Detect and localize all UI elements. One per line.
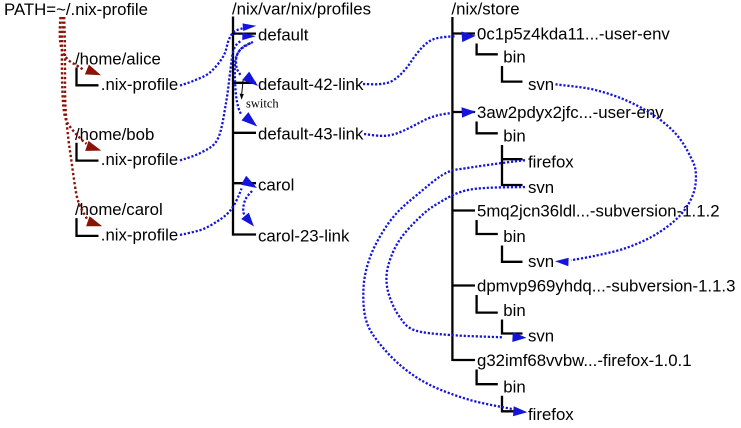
svg-text:firefox: firefox: [528, 405, 574, 424]
svg-text:.nix-profile: .nix-profile: [101, 226, 178, 245]
svg-text:svn: svn: [528, 327, 554, 346]
svg-text:firefox: firefox: [528, 153, 574, 172]
svg-text:default: default: [258, 25, 309, 44]
svg-text:5mq2jcn36ldl...-subversion-1.1: 5mq2jcn36ldl...-subversion-1.1.2: [477, 202, 720, 221]
svg-text:/home/bob: /home/bob: [75, 125, 154, 144]
svg-text:0c1p5z4kda11...-user-env: 0c1p5z4kda11...-user-env: [477, 25, 670, 44]
svg-text:.nix-profile: .nix-profile: [101, 75, 178, 94]
svg-text:/nix/store: /nix/store: [452, 0, 520, 19]
svg-text:/home/alice: /home/alice: [75, 50, 161, 69]
svg-text:bin: bin: [503, 127, 525, 146]
svg-text:bin: bin: [503, 301, 525, 320]
svg-text:dpmvp969yhdq...-subversion-1.1: dpmvp969yhdq...-subversion-1.1.3: [477, 277, 735, 296]
svg-text:PATH=~/.nix-profile: PATH=~/.nix-profile: [4, 0, 148, 19]
svg-text:bin: bin: [503, 377, 525, 396]
svg-text:.nix-profile: .nix-profile: [101, 150, 178, 169]
svg-text:svn: svn: [528, 252, 554, 271]
svg-text:3aw2pdyx2jfc...-user-env: 3aw2pdyx2jfc...-user-env: [477, 103, 664, 122]
svg-text:svn: svn: [528, 75, 554, 94]
svg-text:default-42-link: default-42-link: [258, 75, 364, 94]
svg-text:/home/carol: /home/carol: [75, 200, 163, 219]
svg-text:default-43-link: default-43-link: [258, 125, 364, 144]
svg-text:carol-23-link: carol-23-link: [258, 226, 350, 245]
svg-text:carol: carol: [258, 175, 294, 194]
svg-text:g32imf68vvbw...-firefox-1.0.1: g32imf68vvbw...-firefox-1.0.1: [477, 351, 692, 370]
svg-text:bin: bin: [503, 48, 525, 67]
svg-text:svn: svn: [528, 178, 554, 197]
svg-text:/nix/var/nix/profiles: /nix/var/nix/profiles: [232, 0, 371, 19]
svg-text:switch: switch: [246, 96, 279, 110]
svg-text:bin: bin: [503, 227, 525, 246]
